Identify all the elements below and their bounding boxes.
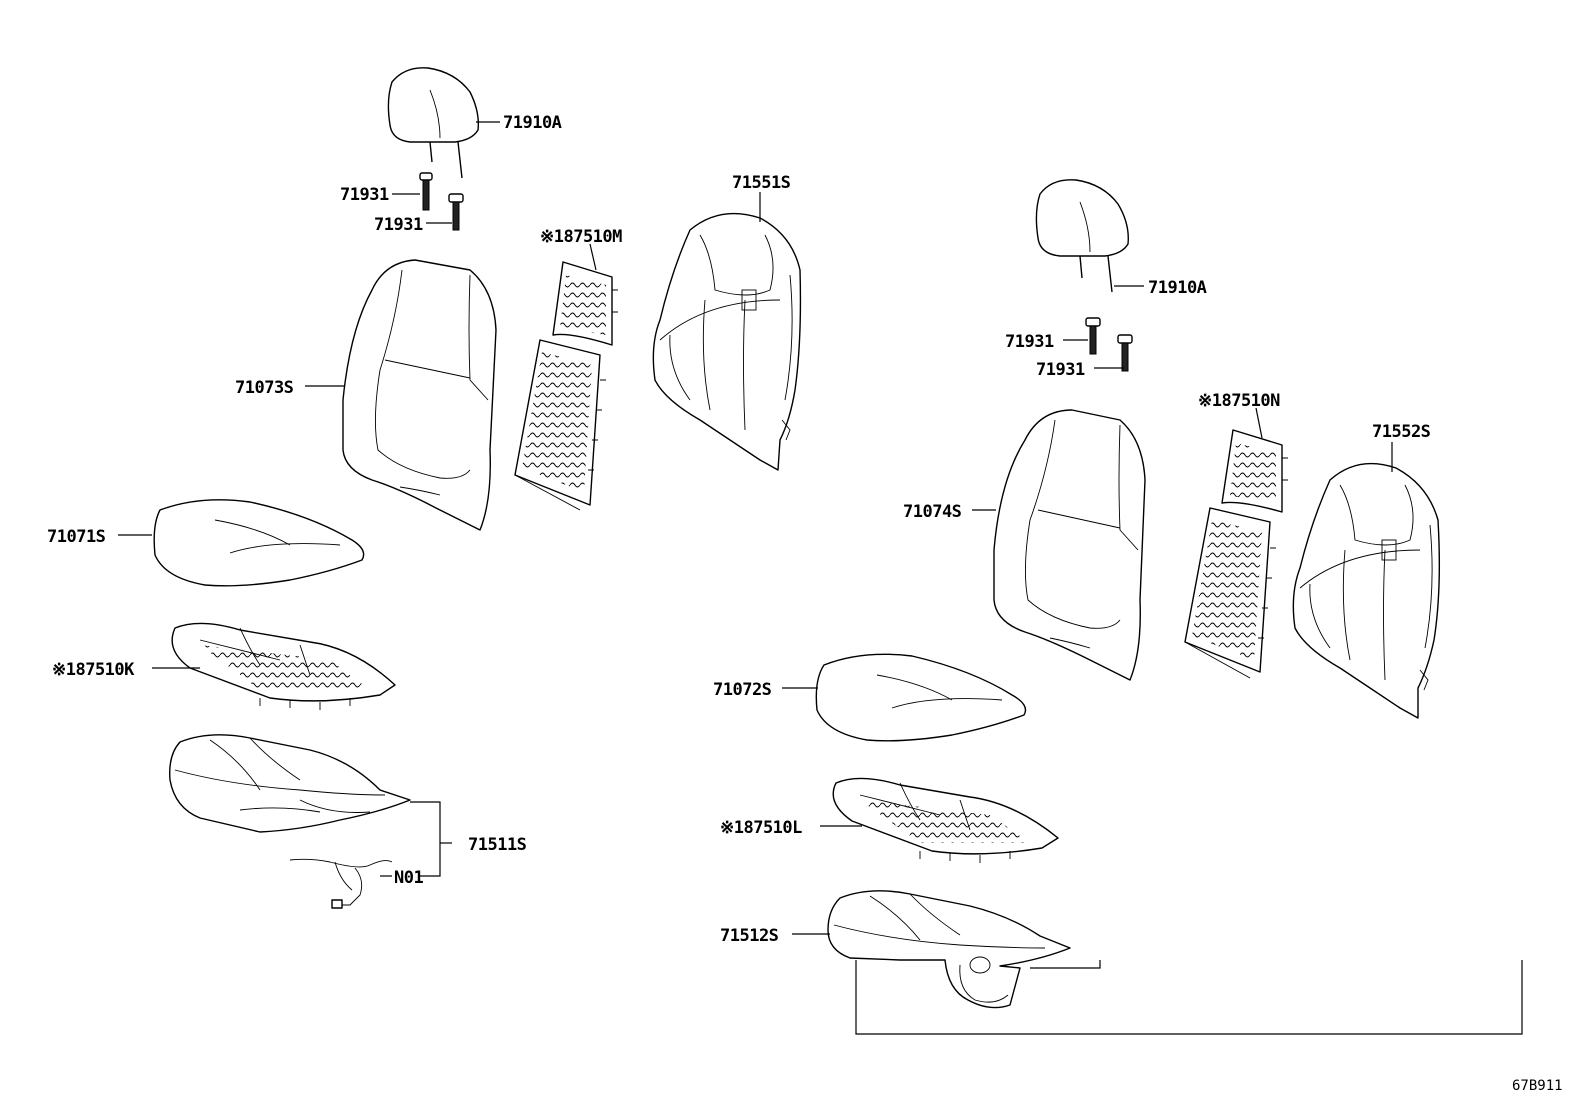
left-cushion-pad xyxy=(169,734,411,833)
label-left-back-heater: ※187510M xyxy=(540,227,622,247)
label-left-guide-upper: 71931 xyxy=(340,185,389,205)
left-seatback-pad xyxy=(652,212,802,471)
right-headrest-guide-upper xyxy=(1085,317,1101,355)
label-right-guide-lower: 71931 xyxy=(1036,360,1085,380)
right-cushion-heater xyxy=(832,777,1059,863)
label-right-cushion-cover: 71072S xyxy=(713,680,772,700)
right-seatback-cover xyxy=(993,409,1146,681)
left-cushion-heater xyxy=(171,622,396,710)
label-left-back-pad: 71551S xyxy=(732,173,791,193)
label-left-guide-lower: 71931 xyxy=(374,215,423,235)
leader-left-back-heater xyxy=(589,243,597,271)
label-right-guide-upper: 71931 xyxy=(1005,332,1054,352)
figure-code: 67B911 xyxy=(1512,1078,1563,1094)
right-seatback-heater xyxy=(1184,429,1288,679)
right-cushion-pad xyxy=(827,890,1071,1009)
label-left-cushion-pad: 71511S xyxy=(468,835,527,855)
right-seatback-pad xyxy=(1292,462,1441,719)
part-labels: 71910A 71931 71931 ※187510M 71551S 71073… xyxy=(47,113,1563,1094)
left-cushion-cover xyxy=(153,499,365,587)
bracket-right-cushion-outer xyxy=(855,960,1523,1035)
label-right-back-cover: 71074S xyxy=(903,502,962,522)
label-left-cushion-cover: 71071S xyxy=(47,527,106,547)
label-left-wire: N01 xyxy=(394,868,423,888)
label-right-back-pad: 71552S xyxy=(1372,422,1431,442)
right-cushion-cover xyxy=(815,653,1027,742)
left-headrest-guide-lower xyxy=(448,193,464,231)
left-headrest-guide-upper xyxy=(419,172,433,211)
leader-right-back-heater xyxy=(1255,407,1263,439)
bracket-right-cushion-inner xyxy=(1030,960,1101,969)
right-headrest-guide-lower xyxy=(1117,334,1133,372)
label-left-cushion-heater: ※187510K xyxy=(52,660,135,680)
right-headrest xyxy=(1035,179,1129,293)
label-right-headrest: 71910A xyxy=(1148,278,1207,298)
left-seatback-heater xyxy=(514,261,618,511)
label-left-headrest: 71910A xyxy=(503,113,562,133)
label-right-back-heater: ※187510N xyxy=(1198,391,1280,411)
left-seatback-cover xyxy=(342,259,497,531)
label-right-cushion-pad: 71512S xyxy=(720,926,779,946)
bracket-left-cushion-pad xyxy=(410,801,441,877)
label-right-cushion-heater: ※187510L xyxy=(720,818,802,838)
label-left-back-cover: 71073S xyxy=(235,378,294,398)
left-headrest xyxy=(387,67,480,179)
left-heater-wire xyxy=(289,858,393,909)
